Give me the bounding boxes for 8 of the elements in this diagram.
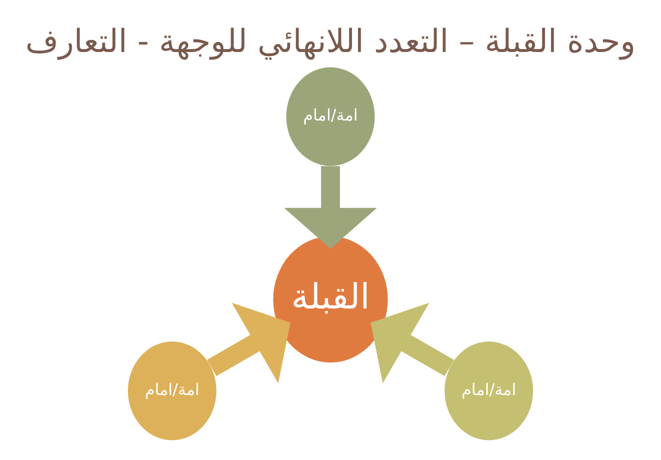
arrow xyxy=(284,166,377,248)
arrow xyxy=(206,302,290,383)
node-ellipse: امة/امام xyxy=(128,341,216,440)
arrow xyxy=(370,302,454,383)
node-ellipse: امة/امام xyxy=(444,341,534,440)
node-circle: القبلة xyxy=(273,236,388,362)
diagram-title: وحدة القبلة – التعدد اللانهائي للوجهة - التعارف xyxy=(25,22,636,60)
node-ellipse: امة/امام xyxy=(286,66,375,166)
